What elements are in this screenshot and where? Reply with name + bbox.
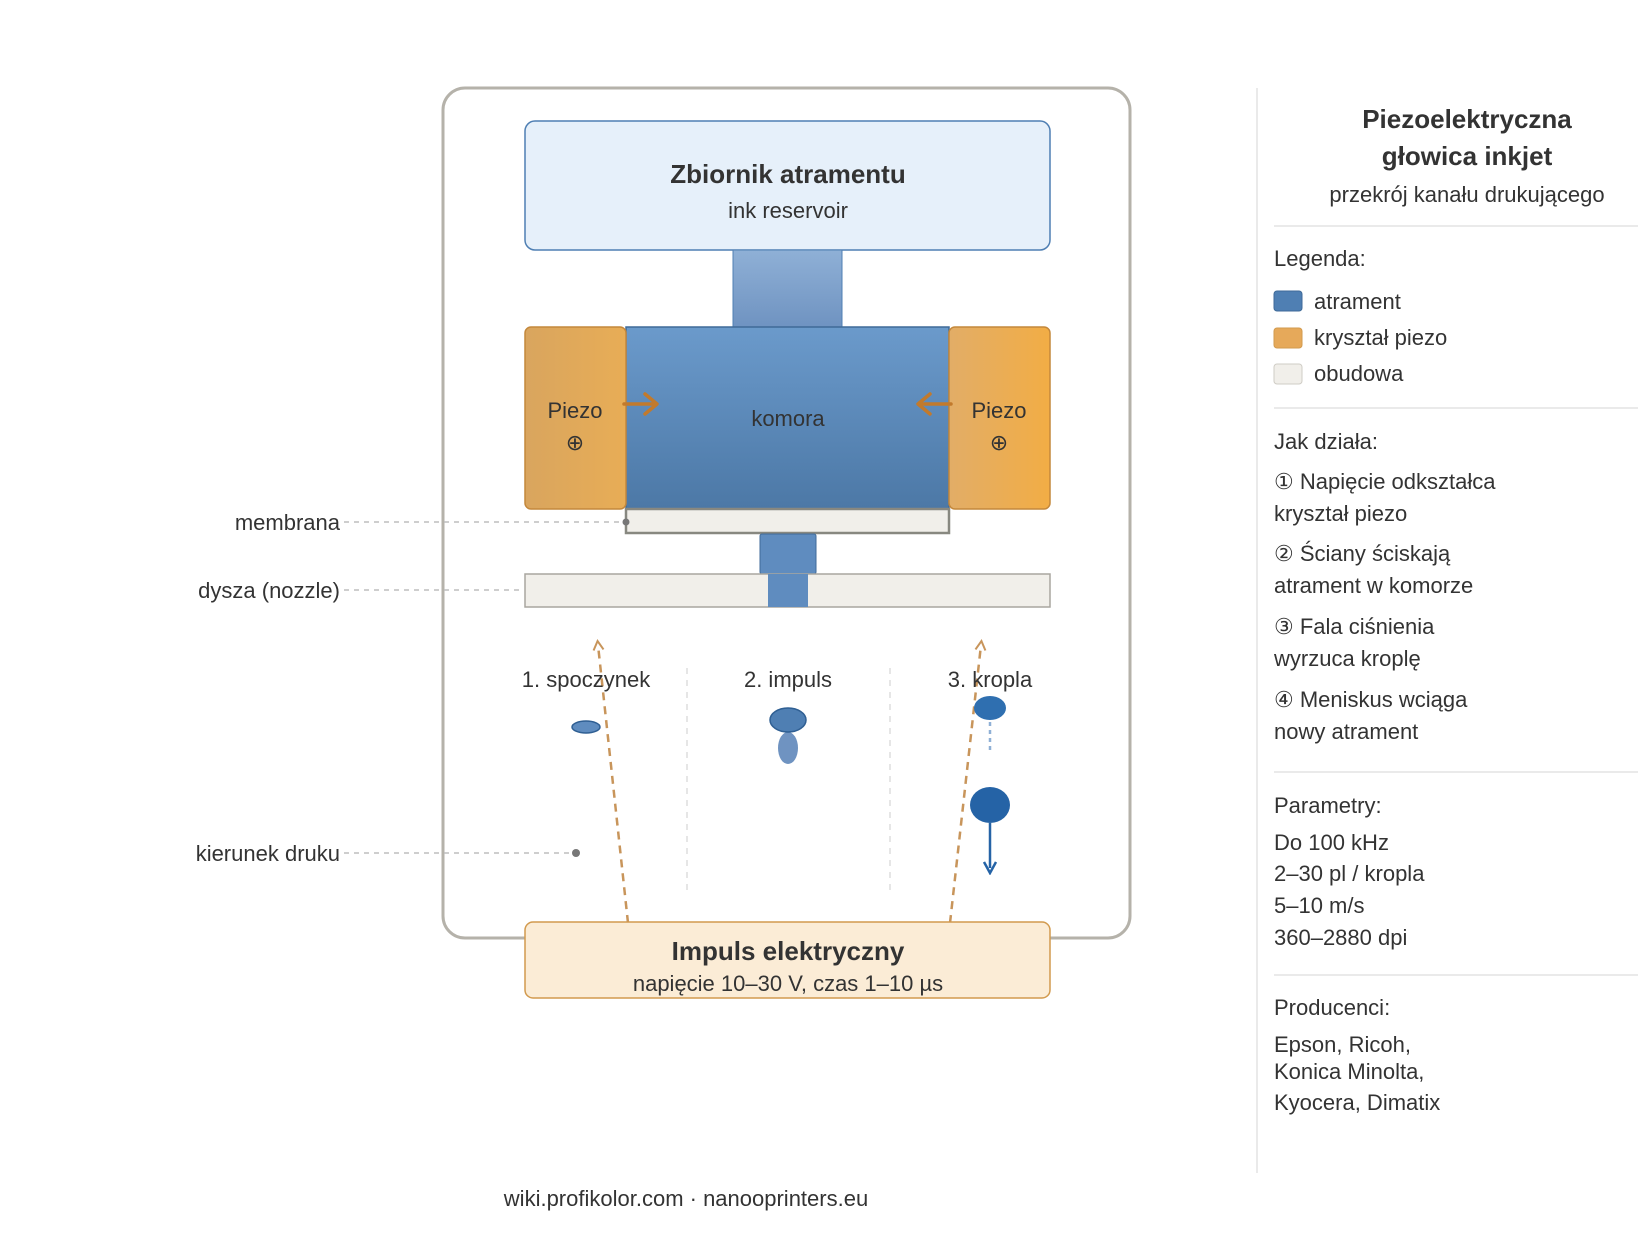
legend-label-piezo: kryształ piezo (1314, 325, 1447, 350)
params-heading: Parametry: (1274, 793, 1382, 818)
makers-line-1: Epson, Ricoh, (1274, 1032, 1411, 1057)
squeeze-arrow-right (916, 392, 953, 416)
electric-pulse-box (524, 921, 1051, 999)
piezo-right-symbol: ⊕ (990, 430, 1008, 455)
legend-heading: Legenda: (1274, 246, 1366, 271)
chamber-label: komora (751, 406, 825, 431)
ejected-drop (970, 787, 1010, 823)
meniscus-rest (571, 720, 601, 734)
how-heading: Jak działa: (1274, 429, 1378, 454)
squeeze-arrow-left (622, 392, 659, 416)
sidebar-title-line1: Piezoelektryczna (1362, 104, 1572, 134)
impulse-meniscus (769, 707, 807, 733)
param-drop-speed: 5–10 m/s (1274, 893, 1365, 918)
legend-label-housing: obudowa (1314, 361, 1404, 386)
direction-callout-dot (572, 849, 580, 857)
reservoir-subtitle: ink reservoir (728, 198, 848, 223)
how-step-4-line2: nowy atrament (1274, 719, 1418, 744)
membrane-callout-dot (622, 518, 630, 526)
piezo-right (948, 326, 1051, 510)
legend-swatch-ink (1273, 290, 1303, 312)
stage-label-rest: 1. spoczynek (522, 667, 651, 692)
sidebar-subtitle: przekrój kanału drukującego (1329, 182, 1604, 207)
how-step-4-line1: ④ Meniskus wciąga (1274, 687, 1468, 712)
how-step-1-line2: kryształ piezo (1274, 501, 1407, 526)
param-frequency: Do 100 kHz (1274, 830, 1389, 855)
piezo-left-symbol: ⊕ (566, 430, 584, 455)
reservoir-title: Zbiornik atramentu (670, 159, 905, 189)
footer-credit: wiki.profikolor.com · nanooprinters.eu (503, 1186, 868, 1211)
nozzle-neck (759, 533, 817, 575)
param-drop-volume: 2–30 pl / kropla (1274, 861, 1425, 886)
param-resolution: 360–2880 dpi (1274, 925, 1407, 950)
how-step-1-line1: ① Napięcie odkształca (1274, 469, 1496, 494)
sidebar-title-line2: głowica inkjet (1382, 141, 1553, 171)
legend-swatch-piezo (1273, 327, 1303, 349)
direction-callout: kierunek druku (196, 841, 340, 866)
pulse-arrow-left (598, 645, 630, 924)
legend-swatch-housing (1273, 363, 1303, 385)
stage-label-impulse: 2. impuls (744, 667, 832, 692)
how-step-2-line1: ② Ściany ściskają (1274, 541, 1451, 566)
feed-channel (732, 249, 843, 328)
pulse-subtitle: napięcie 10–30 V, czas 1–10 µs (633, 971, 943, 996)
drop-meniscus (974, 696, 1006, 720)
stage-label-drop: 3. kropla (948, 667, 1033, 692)
piezo-right-label: Piezo (971, 398, 1026, 423)
impulse-droplet-body (778, 732, 798, 764)
nozzle-callout: dysza (nozzle) (198, 578, 340, 603)
piezo-left-label: Piezo (547, 398, 602, 423)
how-step-3-line1: ③ Fala ciśnienia (1274, 614, 1435, 639)
piezo-left (524, 326, 627, 510)
nozzle-orifice (768, 574, 808, 607)
makers-heading: Producenci: (1274, 995, 1390, 1020)
membrane-callout: membrana (235, 510, 341, 535)
membrane (624, 507, 951, 535)
how-step-3-line2: wyrzuca kroplę (1273, 646, 1421, 671)
legend-label-ink: atrament (1314, 289, 1401, 314)
makers-line-3: Kyocera, Dimatix (1274, 1090, 1440, 1115)
makers-line-2: Konica Minolta, (1274, 1059, 1424, 1084)
pulse-title: Impuls elektryczny (672, 936, 905, 966)
how-step-2-line2: atrament w komorze (1274, 573, 1473, 598)
pulse-arrow-right (948, 645, 981, 924)
